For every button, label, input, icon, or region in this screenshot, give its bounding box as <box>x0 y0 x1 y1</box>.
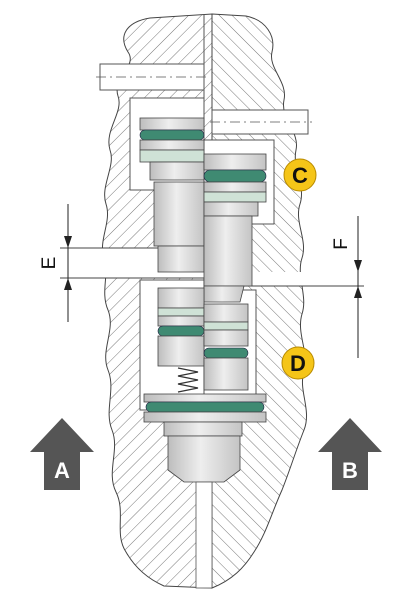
seal-ring-d <box>203 347 249 359</box>
label-c: C <box>292 163 308 188</box>
lower-spool-left <box>157 287 205 393</box>
seal-ring-lower-left <box>157 325 205 337</box>
seal-ring-bottom <box>145 401 265 413</box>
label-e: E <box>39 257 60 270</box>
label-b: B <box>342 458 358 483</box>
seal-ring-upper-left <box>139 129 205 141</box>
label-d: D <box>290 351 306 376</box>
upper-spool-left <box>139 117 205 273</box>
lower-spool-right <box>203 303 249 391</box>
callout-c: C <box>283 158 317 192</box>
label-a: A <box>54 458 70 483</box>
upper-passage <box>96 63 312 135</box>
callout-d: D <box>281 346 315 380</box>
dimension-e: E <box>39 204 72 322</box>
flow-arrow-a: A <box>30 418 94 490</box>
spring <box>177 367 199 393</box>
flow-arrow-b: B <box>318 418 382 490</box>
label-f: F <box>331 238 352 250</box>
bottom-plug <box>143 393 267 589</box>
dimension-f: F <box>331 216 362 358</box>
upper-spool-right <box>203 153 267 303</box>
seal-ring-c <box>203 169 267 183</box>
